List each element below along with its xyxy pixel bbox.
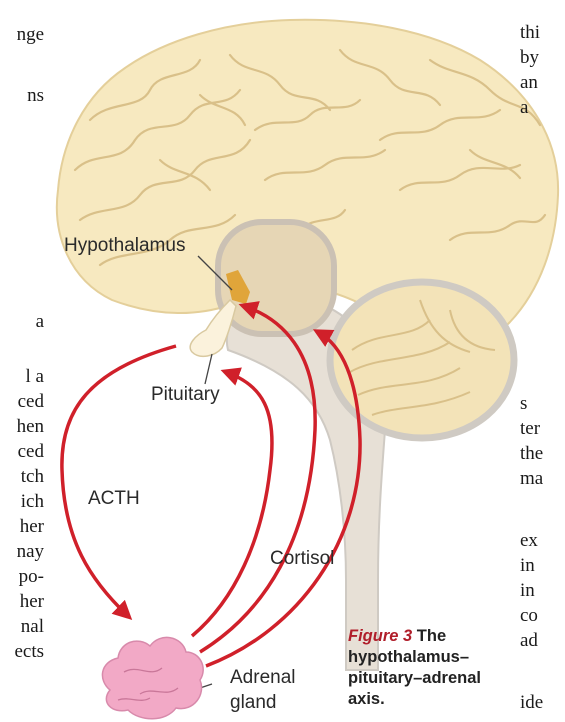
right-text-fragment: the [520, 441, 565, 466]
left-text-fragment: a [0, 309, 44, 334]
pituitary-leader [205, 354, 212, 384]
figure-number: Figure 3 [348, 627, 412, 645]
left-text-fragment: hen [0, 414, 44, 439]
right-text-fragment: ide [520, 690, 565, 715]
left-text-fragment: ects [0, 639, 44, 664]
left-text-fragment: nay [0, 539, 44, 564]
left-text-fragment: ced [0, 389, 44, 414]
left-text-fragment: nge [0, 22, 44, 47]
adrenal-label-line2: gland [230, 692, 277, 714]
right-text-fragment: thi [520, 20, 565, 45]
left-text-fragment: tch [0, 464, 44, 489]
right-text-fragment: in [520, 578, 565, 603]
left-text-fragment: ich [0, 489, 44, 514]
left-text-fragment: po- [0, 564, 44, 589]
left-text-fragment: her [0, 589, 44, 614]
right-text-fragment: ma [520, 466, 565, 491]
adrenal-gland [102, 637, 203, 718]
right-text-fragment: a [520, 95, 565, 120]
acth-label: ACTH [88, 488, 140, 510]
right-text-fragment: by [520, 45, 565, 70]
right-text-fragment: co [520, 603, 565, 628]
left-text-fragment: ced [0, 439, 44, 464]
figure-caption: Figure 3 The hypothalamus–pituitary–adre… [348, 626, 516, 710]
left-text-fragment: ns [0, 83, 44, 108]
left-text-fragment: l a [0, 364, 44, 389]
left-text-fragment: nal [0, 614, 44, 639]
left-text-fragment: her [0, 514, 44, 539]
right-text-fragment: an [520, 70, 565, 95]
right-text-fragment: s [520, 391, 565, 416]
hypothalamus-label: Hypothalamus [64, 235, 185, 257]
adrenal-label-line1: Adrenal [230, 667, 296, 689]
right-text-fragment: ter [520, 416, 565, 441]
cortisol-label: Cortisol [270, 548, 334, 570]
pituitary-label: Pituitary [151, 384, 220, 406]
right-text-fragment: ex [520, 528, 565, 553]
right-text-fragment: ad [520, 628, 565, 653]
right-text-fragment: in [520, 553, 565, 578]
